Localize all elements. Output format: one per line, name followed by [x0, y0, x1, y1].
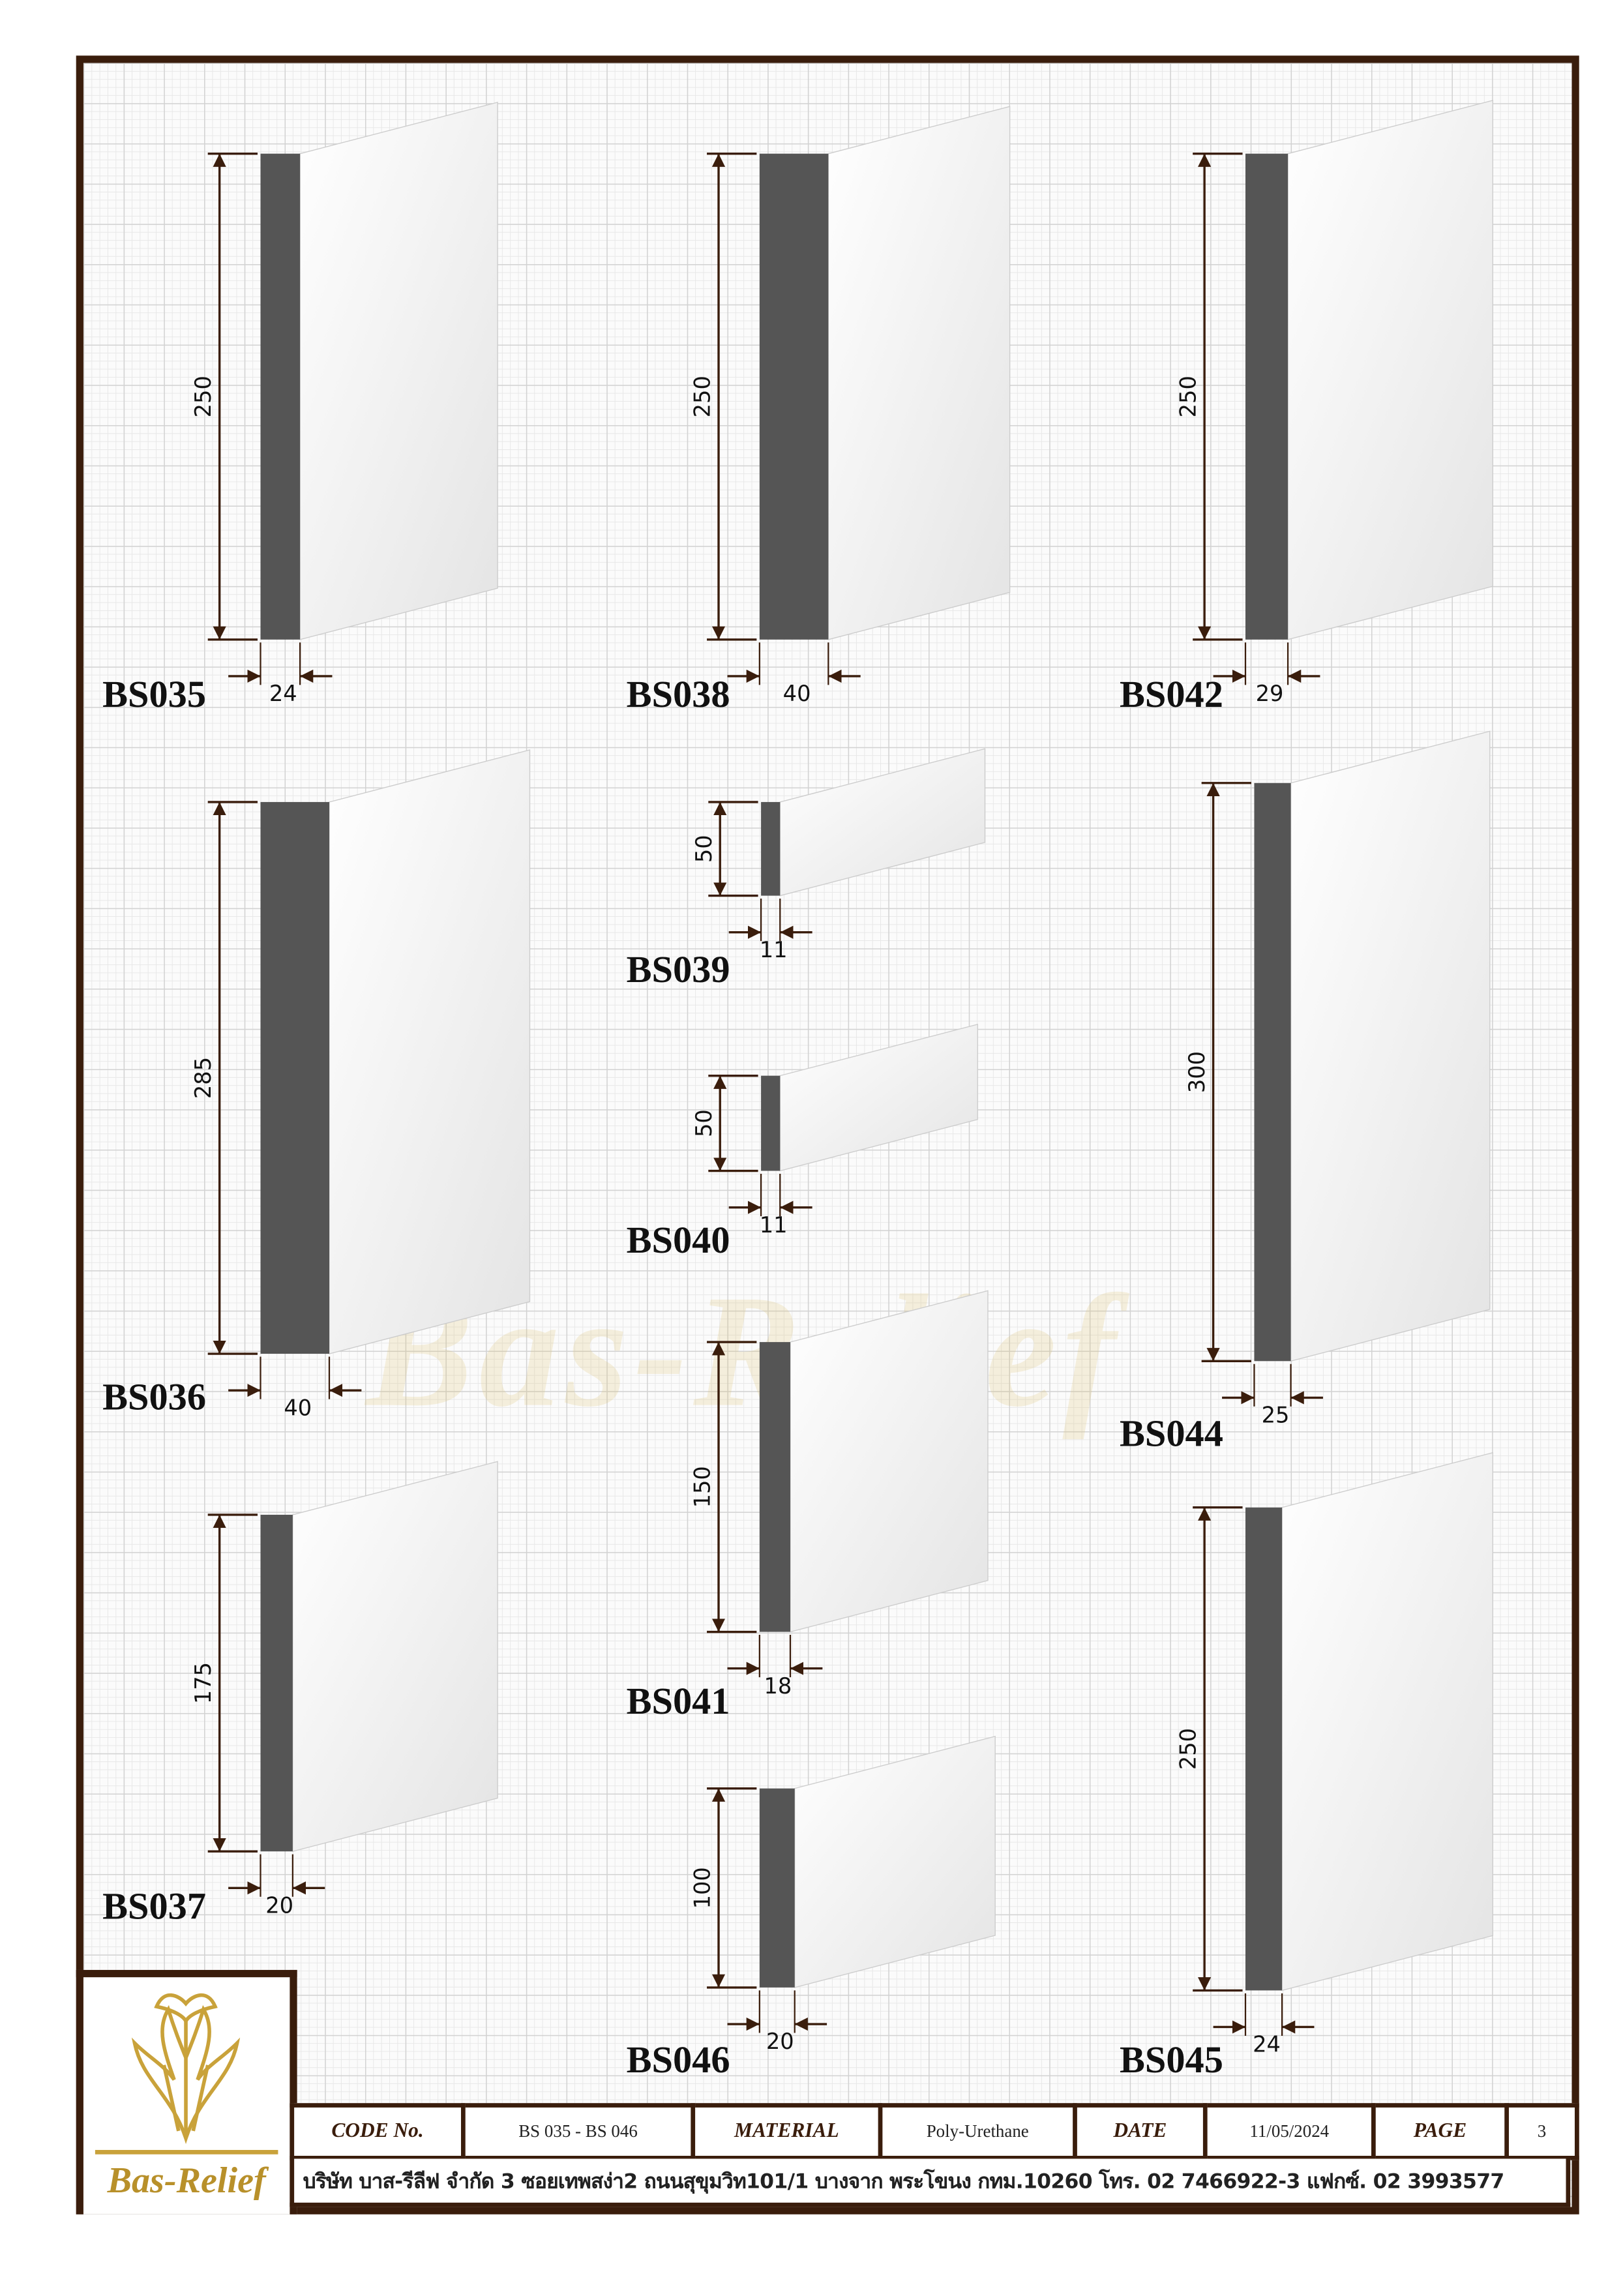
- logo-text: Bas-Relief: [107, 2161, 266, 2201]
- molding-face: [329, 749, 531, 1354]
- width-dimension: 29: [1256, 681, 1284, 706]
- company-address: บริษัท บาส-รีลีฟ จำกัด 3 ซอยเทพสง่า2 ถนน…: [290, 2158, 1571, 2207]
- molding-section: [759, 153, 829, 640]
- molding-section: [260, 153, 301, 640]
- width-dimension: 24: [269, 681, 297, 706]
- molding-face: [794, 1735, 996, 1988]
- width-dimension: 25: [1262, 1403, 1290, 1428]
- profile-bs037: 175 20: [190, 1461, 498, 1918]
- width-dimension: 40: [783, 681, 811, 706]
- product-code: BS046: [626, 2038, 730, 2081]
- width-dimension: 11: [760, 1212, 788, 1238]
- logo-divider: [95, 2150, 278, 2154]
- company-logo: Bas-Relief: [76, 1969, 297, 2214]
- width-dimension: 20: [265, 1892, 293, 1918]
- molding-section: [1245, 1507, 1283, 1991]
- height-dimension: 250: [190, 376, 216, 417]
- height-dimension: 250: [690, 376, 715, 417]
- width-dimension: 24: [1253, 2032, 1281, 2057]
- profile-bs040: 50 11: [691, 1023, 978, 1238]
- code-value: BS 035 - BS 046: [460, 2103, 696, 2160]
- height-dimension: 250: [1176, 1728, 1201, 1770]
- product-code: BS039: [626, 948, 730, 991]
- molding-face: [779, 1023, 978, 1172]
- product-code: BS040: [626, 1219, 730, 1262]
- date-value: 11/05/2024: [1202, 2103, 1376, 2160]
- profile-bs045: 250 24: [1176, 1452, 1493, 2057]
- height-dimension: 150: [690, 1466, 715, 1508]
- product-code: BS038: [626, 673, 730, 716]
- height-dimension: 285: [190, 1057, 216, 1099]
- product-code: BS036: [102, 1375, 207, 1418]
- product-code: BS045: [1119, 2038, 1223, 2081]
- product-code: BS035: [102, 673, 207, 716]
- title-block: CODE No. BS 035 - BS 046 MATERIAL Poly-U…: [290, 2103, 1579, 2160]
- profile-bs039: 50 11: [691, 748, 986, 962]
- date-label: DATE: [1073, 2103, 1208, 2160]
- molding-face: [1287, 100, 1493, 640]
- molding-section: [761, 1075, 781, 1171]
- height-dimension: 50: [691, 835, 717, 863]
- molding-face: [292, 1461, 498, 1853]
- profile-bs038: 250 40: [690, 106, 1011, 706]
- molding-face: [827, 106, 1011, 640]
- width-dimension: 18: [764, 1673, 792, 1699]
- height-dimension: 100: [690, 1867, 715, 1909]
- profile-bs035: 250 24: [190, 102, 498, 706]
- molding-section: [759, 1342, 790, 1632]
- molding-section: [260, 1514, 293, 1852]
- page-value: 3: [1504, 2103, 1579, 2160]
- molding-face: [779, 748, 986, 897]
- molding-face: [790, 1290, 989, 1633]
- width-dimension: 11: [760, 937, 788, 962]
- molding-section: [1245, 153, 1288, 640]
- width-dimension: 40: [284, 1395, 312, 1420]
- molding-face: [1290, 730, 1491, 1362]
- product-code: BS041: [626, 1680, 730, 1723]
- material-value: Poly-Urethane: [878, 2103, 1077, 2160]
- width-dimension: 20: [766, 2029, 794, 2054]
- molding-face: [299, 102, 498, 640]
- profile-bs042: 250 29: [1176, 100, 1493, 706]
- page-label: PAGE: [1371, 2103, 1509, 2160]
- acanthus-leaf-icon: [131, 1993, 241, 2144]
- profile-bs046: 100 20: [690, 1735, 996, 2054]
- molding-section: [1254, 783, 1291, 1362]
- height-dimension: 50: [691, 1109, 717, 1137]
- height-dimension: 250: [1176, 376, 1201, 417]
- molding-face: [1281, 1452, 1493, 1991]
- product-code: BS044: [1119, 1412, 1223, 1455]
- molding-section: [759, 1788, 795, 1988]
- product-code: BS042: [1119, 673, 1223, 716]
- height-dimension: 300: [1184, 1051, 1210, 1093]
- profile-bs044: 300 25: [1184, 730, 1491, 1428]
- profile-bs036: 285 40: [190, 749, 531, 1420]
- molding-section: [761, 801, 781, 896]
- code-label: CODE No.: [290, 2103, 466, 2160]
- material-label: MATERIAL: [691, 2103, 883, 2160]
- profile-bs041: 150 18: [690, 1290, 989, 1699]
- molding-section: [260, 801, 329, 1354]
- product-code: BS037: [102, 1885, 207, 1928]
- height-dimension: 175: [190, 1662, 216, 1704]
